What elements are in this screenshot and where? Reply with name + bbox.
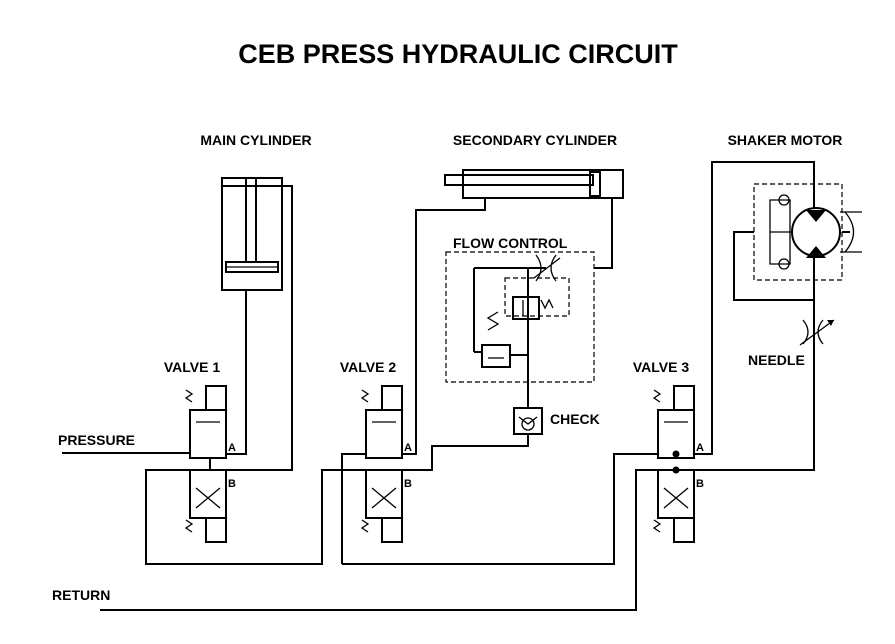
- valve-1-port-b: B: [228, 478, 236, 490]
- valve-3-port-b: B: [696, 478, 704, 490]
- label-check: CHECK: [550, 411, 600, 427]
- main-cylinder: [221, 177, 283, 291]
- label-valve-2: VALVE 2: [340, 359, 396, 375]
- valve-3-port-a: A: [696, 442, 704, 454]
- label-needle: NEEDLE: [748, 352, 805, 368]
- needle-valve: [799, 319, 835, 346]
- label-pressure: PRESSURE: [58, 432, 135, 448]
- check-valve: [513, 370, 543, 435]
- flow-control: [445, 251, 595, 383]
- hydraulic-lines: [62, 161, 815, 611]
- label-return: RETURN: [52, 587, 110, 603]
- label-valve-1: VALVE 1: [164, 359, 220, 375]
- label-shaker-motor: SHAKER MOTOR: [728, 132, 843, 148]
- valve-1: [184, 385, 227, 543]
- label-main-cylinder: MAIN CYLINDER: [200, 132, 311, 148]
- diagram-title: CEB PRESS HYDRAULIC CIRCUIT: [238, 39, 678, 69]
- label-valve-3: VALVE 3: [633, 359, 689, 375]
- label-secondary-cylinder: SECONDARY CYLINDER: [453, 132, 617, 148]
- label-flow-control: FLOW CONTROL: [453, 235, 568, 251]
- valve-1-port-a: A: [228, 442, 236, 454]
- valve-3: [652, 385, 695, 543]
- shaker-motor: [753, 183, 862, 281]
- valve-2-port-b: B: [404, 478, 412, 490]
- valve-2-port-a: A: [404, 442, 412, 454]
- secondary-cylinder: [444, 169, 624, 199]
- valve-2: [360, 385, 403, 543]
